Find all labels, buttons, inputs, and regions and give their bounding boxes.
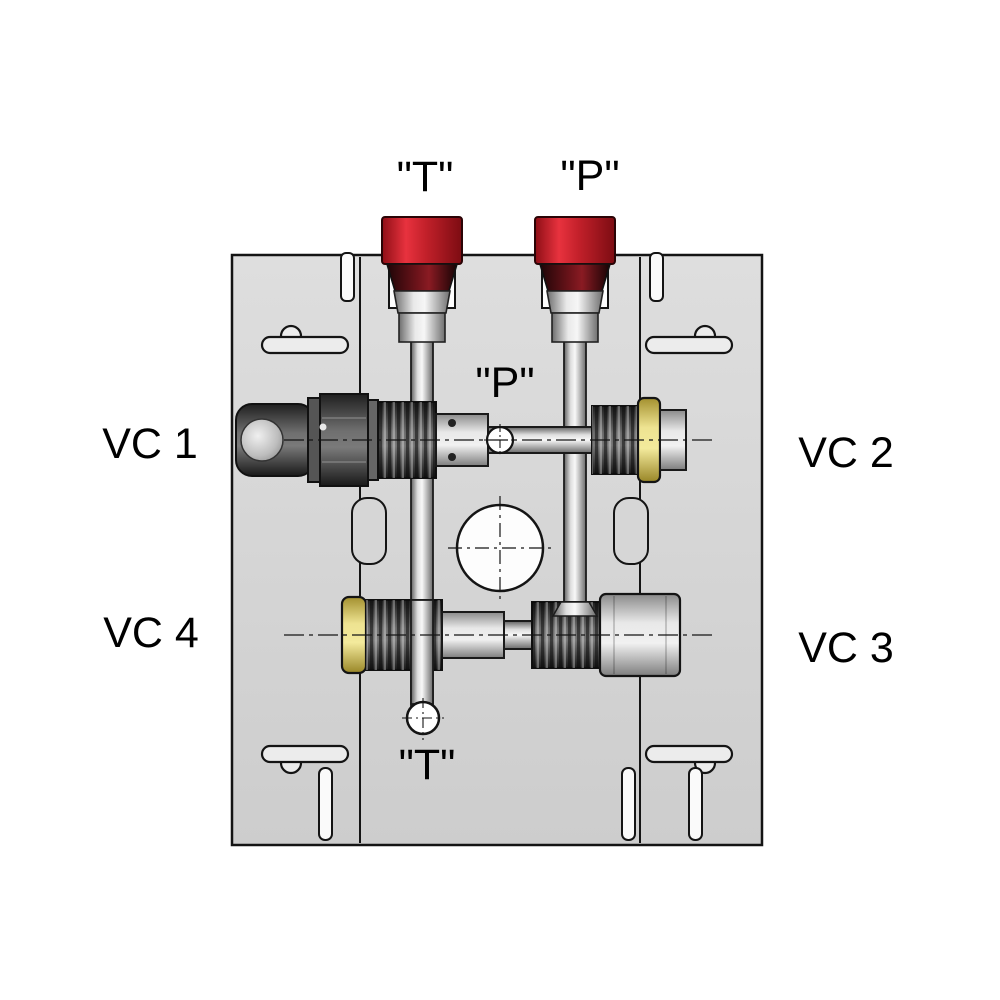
plug-p-collar (538, 263, 612, 292)
relief-cut-right (613, 497, 649, 565)
bottom-edge-slot-3 (688, 767, 703, 841)
corner-slot-top-right (644, 324, 734, 355)
stem-p-vertical (563, 340, 587, 638)
label-vc1: VC 1 (102, 420, 198, 468)
plug-t-collar (385, 263, 459, 292)
label-vc4: VC 4 (103, 609, 199, 657)
plug-t-neck (393, 290, 451, 314)
hex-dot (319, 423, 327, 431)
collar-hole-bottom (448, 453, 456, 461)
stem-t-lower-segment (410, 599, 434, 705)
top-edge-notch-left (340, 252, 355, 302)
cartridge-assembly-upper (235, 393, 687, 487)
label-port-t-top: "T" (397, 153, 454, 201)
plug-t-base (398, 312, 446, 343)
stem-p-flare (551, 601, 599, 617)
label-port-t-bottom: "T" (399, 741, 456, 789)
relief-cut-left (351, 497, 387, 565)
bottom-edge-slot-2 (621, 767, 636, 841)
vc1-poppet-ball (240, 418, 284, 462)
plug-p-red-cap (534, 216, 616, 265)
plug-p (534, 216, 616, 343)
slot (644, 744, 734, 764)
bottom-edge-slot-1 (318, 767, 333, 841)
corner-slot-top-left (260, 324, 350, 355)
corner-slot-bottom-right (644, 744, 734, 775)
plug-p-base (551, 312, 599, 343)
top-edge-notch-right (649, 252, 664, 302)
slot (260, 744, 350, 764)
corner-slot-bottom-left (260, 744, 350, 775)
label-port-p-mid: "P" (475, 359, 534, 407)
label-vc3: VC 3 (798, 624, 894, 672)
collar-hole-top (448, 419, 456, 427)
label-vc2: VC 2 (798, 429, 894, 477)
slot (644, 335, 734, 355)
plug-p-neck (546, 290, 604, 314)
plug-t-red-cap (381, 216, 463, 265)
slot (260, 335, 350, 355)
label-port-p-top: "P" (560, 152, 619, 200)
plug-t (381, 216, 463, 343)
